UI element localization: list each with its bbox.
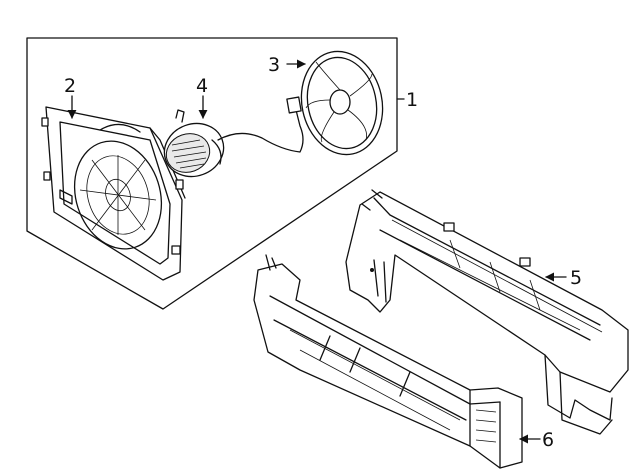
callout-5-label: 5 <box>570 267 582 289</box>
upper-radiator-support <box>345 189 629 435</box>
callout-3-label: 3 <box>268 54 280 76</box>
assembly-boundary <box>26 37 398 310</box>
lower-radiator-support <box>253 254 523 469</box>
callout-2-label: 2 <box>64 75 76 97</box>
fan-motor <box>163 96 304 178</box>
fan-shroud <box>41 106 186 281</box>
fan-blade <box>300 50 384 156</box>
callout-4-label: 4 <box>196 75 208 97</box>
callout-6-label: 6 <box>542 429 554 451</box>
callout-1-label: 1 <box>406 89 418 111</box>
